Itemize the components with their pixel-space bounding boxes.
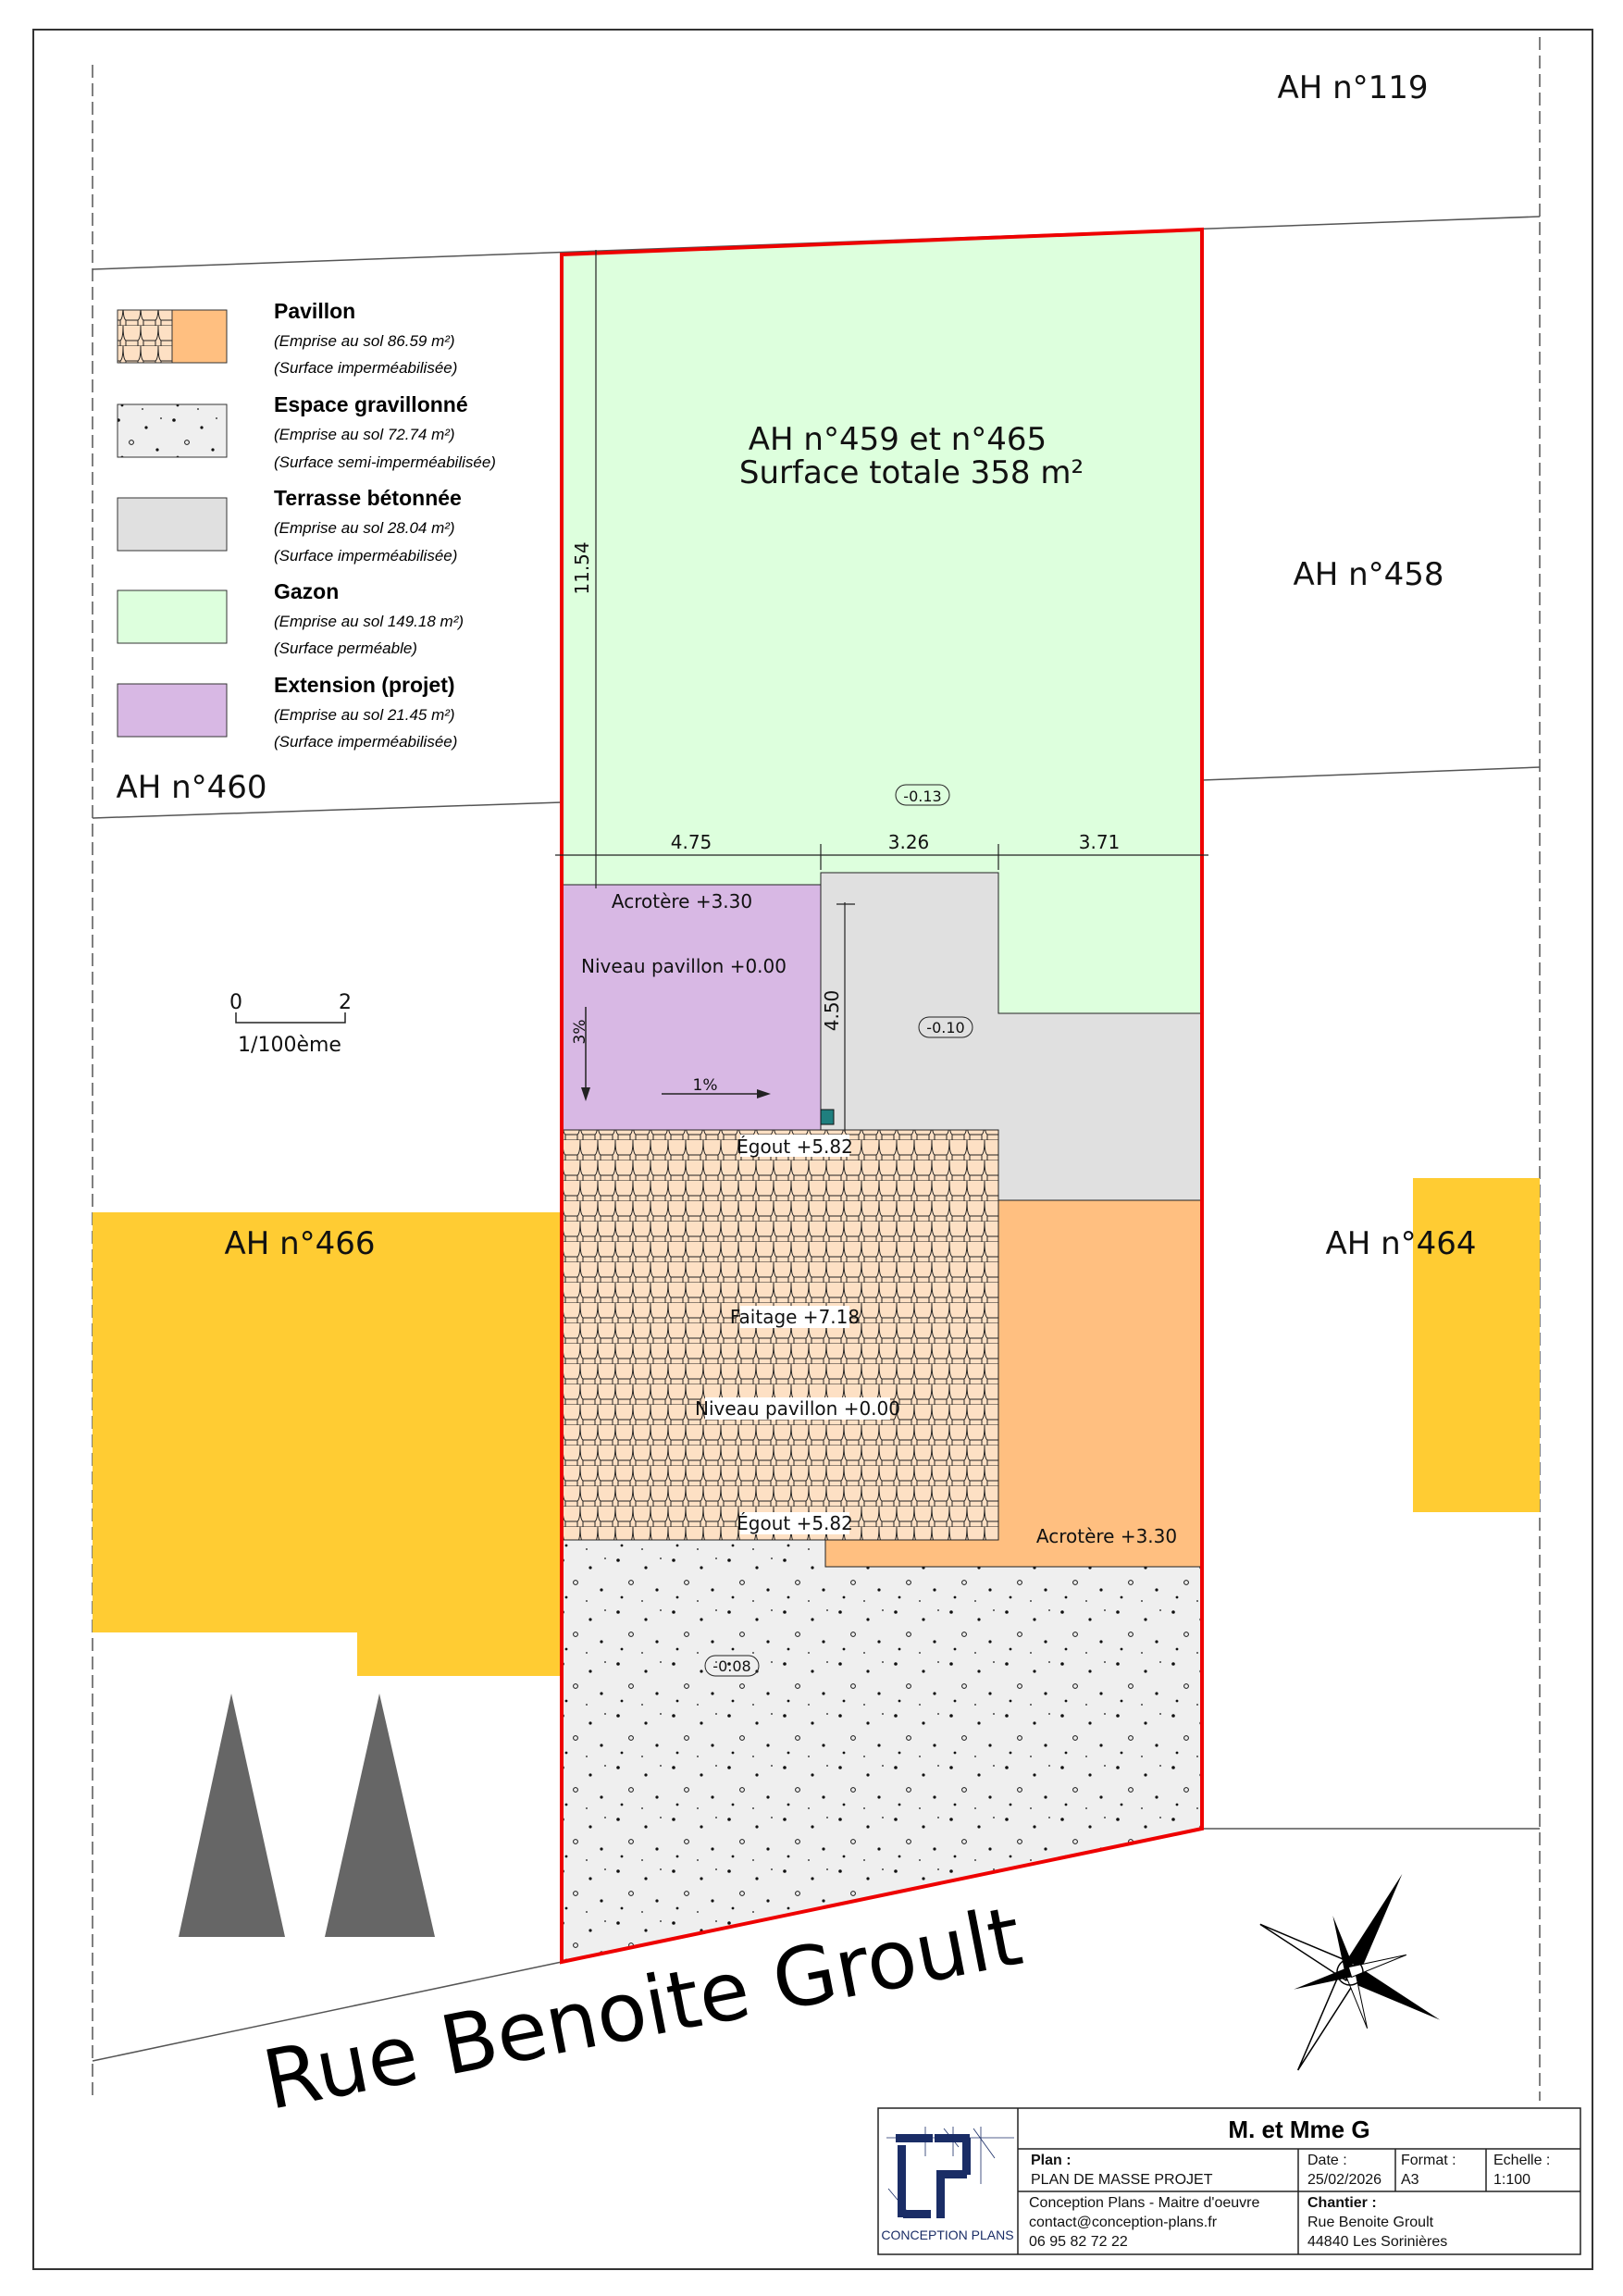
level-pill — [918, 1016, 973, 1038]
downpipe-marker-icon — [820, 1109, 835, 1125]
gravel-area — [561, 1539, 1203, 1963]
dimension-height-total: 11.54 — [571, 541, 593, 594]
level-pill — [895, 784, 950, 806]
north-arrow-icon — [1259, 1874, 1441, 2071]
egout-bottom: Égout +5.82 — [737, 1512, 853, 1534]
house-acrotere: Acrotère +3.30 — [1036, 1525, 1177, 1547]
client-name: M. et Mme G — [1228, 2116, 1369, 2143]
slope-vertical: 3% — [571, 1020, 589, 1045]
svg-text:Conception Plans - Maitre d'oe: Conception Plans - Maitre d'oeuvre — [1029, 2195, 1260, 2211]
building-ah464 — [1413, 1178, 1540, 1512]
house-level: Niveau pavillon +0.00 — [695, 1397, 900, 1420]
svg-text:Echelle :: Echelle : — [1493, 2153, 1550, 2168]
svg-text:(Emprise au sol 28.04 m²): (Emprise au sol 28.04 m²) — [274, 519, 455, 537]
scale-bar: 0 2 1/100ème — [229, 991, 352, 1057]
legend-swatch-pavillon-tiles — [117, 309, 173, 364]
level-gravel: -0.08 — [712, 1657, 750, 1675]
title-block: CONCEPTION PLANS M. et Mme G Plan : PLAN… — [877, 2107, 1581, 2255]
svg-text:contact@conception-plans.fr: contact@conception-plans.fr — [1029, 2215, 1218, 2230]
company-logo-icon — [886, 2127, 1014, 2218]
svg-text:Gazon: Gazon — [274, 579, 339, 603]
legend: Pavillon (Emprise au sol 86.59 m²) (Surf… — [117, 299, 496, 751]
svg-text:1/100ème: 1/100ème — [238, 1034, 341, 1057]
level-pill — [704, 1655, 760, 1677]
svg-text:0: 0 — [229, 991, 242, 1014]
svg-text:(Emprise au sol 72.74 m²): (Emprise au sol 72.74 m²) — [274, 426, 455, 443]
dimension-4-75: 4.75 — [671, 831, 712, 853]
slope-horizontal: 1% — [693, 1076, 718, 1095]
svg-text:44840 Les Sorinières: 44840 Les Sorinières — [1307, 2234, 1447, 2250]
svg-text:Chantier :: Chantier : — [1307, 2195, 1377, 2211]
parcel-boundary — [560, 227, 1204, 1965]
svg-text:Extension (projet): Extension (projet) — [274, 673, 455, 697]
logo-text: CONCEPTION PLANS — [881, 2228, 1013, 2242]
svg-text:Format :: Format : — [1401, 2153, 1456, 2168]
svg-text:Rue Benoite Groult: Rue Benoite Groult — [1307, 2215, 1434, 2230]
svg-text:Date :: Date : — [1307, 2153, 1347, 2168]
arrow-down-icon — [581, 1087, 590, 1101]
svg-text:(Surface perméable): (Surface perméable) — [274, 639, 417, 657]
svg-text:PLAN DE MASSE PROJET: PLAN DE MASSE PROJET — [1031, 2172, 1213, 2188]
svg-text:(Emprise au sol 86.59 m²): (Emprise au sol 86.59 m²) — [274, 332, 455, 350]
svg-text:1:100: 1:100 — [1493, 2172, 1530, 2188]
faitage: Faitage +7.18 — [730, 1306, 860, 1328]
dimension-3-26: 3.26 — [888, 831, 930, 853]
legend-swatch-lawn — [117, 590, 228, 644]
sheet-frame — [32, 29, 1593, 2270]
svg-text:(Surface semi-imperméabilisée): (Surface semi-imperméabilisée) — [274, 453, 496, 471]
extension-area — [561, 884, 822, 1131]
svg-text:06 95 82 72 22: 06 95 82 72 22 — [1029, 2234, 1128, 2250]
house-roof-area — [561, 1129, 999, 1541]
svg-text:Espace gravillonné: Espace gravillonné — [274, 392, 468, 416]
parcel-ah460: AH n°460 — [116, 769, 266, 806]
parcel-ah466: AH n°466 — [224, 1225, 375, 1262]
level-terrace: -0.10 — [926, 1019, 964, 1036]
dimension-3-71: 3.71 — [1079, 831, 1121, 853]
legend-swatch-pavillon — [171, 309, 228, 364]
parcel-ah458: AH n°458 — [1293, 556, 1443, 593]
svg-text:(Surface imperméabilisée): (Surface imperméabilisée) — [274, 359, 457, 377]
level-lawn: -0.13 — [903, 788, 941, 805]
svg-text:Pavillon: Pavillon — [274, 299, 355, 323]
svg-text:2: 2 — [339, 991, 352, 1014]
parcel-main-title: AH n°459 et n°465 — [749, 421, 1047, 458]
extension-acrotere: Acrotère +3.30 — [612, 890, 752, 912]
parcel-ah119: AH n°119 — [1277, 69, 1428, 106]
extension-level: Niveau pavillon +0.00 — [581, 955, 787, 977]
svg-text:25/02/2026: 25/02/2026 — [1307, 2172, 1381, 2188]
svg-text:(Emprise au sol 149.18 m²): (Emprise au sol 149.18 m²) — [274, 613, 464, 630]
tree-icon — [325, 1694, 435, 1937]
svg-text:Plan :: Plan : — [1031, 2153, 1072, 2168]
legend-swatch-gravel — [117, 403, 228, 458]
building-ah466 — [93, 1212, 562, 1676]
dimension-4-50: 4.50 — [821, 990, 843, 1032]
parcel-ah464: AH n°464 — [1325, 1225, 1476, 1262]
svg-text:Terrasse bétonnée: Terrasse bétonnée — [274, 486, 462, 510]
svg-text:(Surface imperméabilisée): (Surface imperméabilisée) — [274, 547, 457, 565]
parcel-main-surface: Surface totale 358 m² — [739, 454, 1084, 491]
svg-text:(Emprise au sol 21.45 m²): (Emprise au sol 21.45 m²) — [274, 706, 455, 724]
svg-text:(Surface imperméabilisée): (Surface imperméabilisée) — [274, 733, 457, 751]
dimension-lines — [555, 250, 1208, 1132]
arrow-right-icon — [757, 1089, 771, 1098]
legend-swatch-extension — [117, 683, 228, 738]
egout-top: Égout +5.82 — [737, 1136, 853, 1158]
legend-swatch-terrace — [117, 497, 228, 552]
tree-icon — [179, 1694, 285, 1937]
svg-text:A3: A3 — [1401, 2172, 1419, 2188]
